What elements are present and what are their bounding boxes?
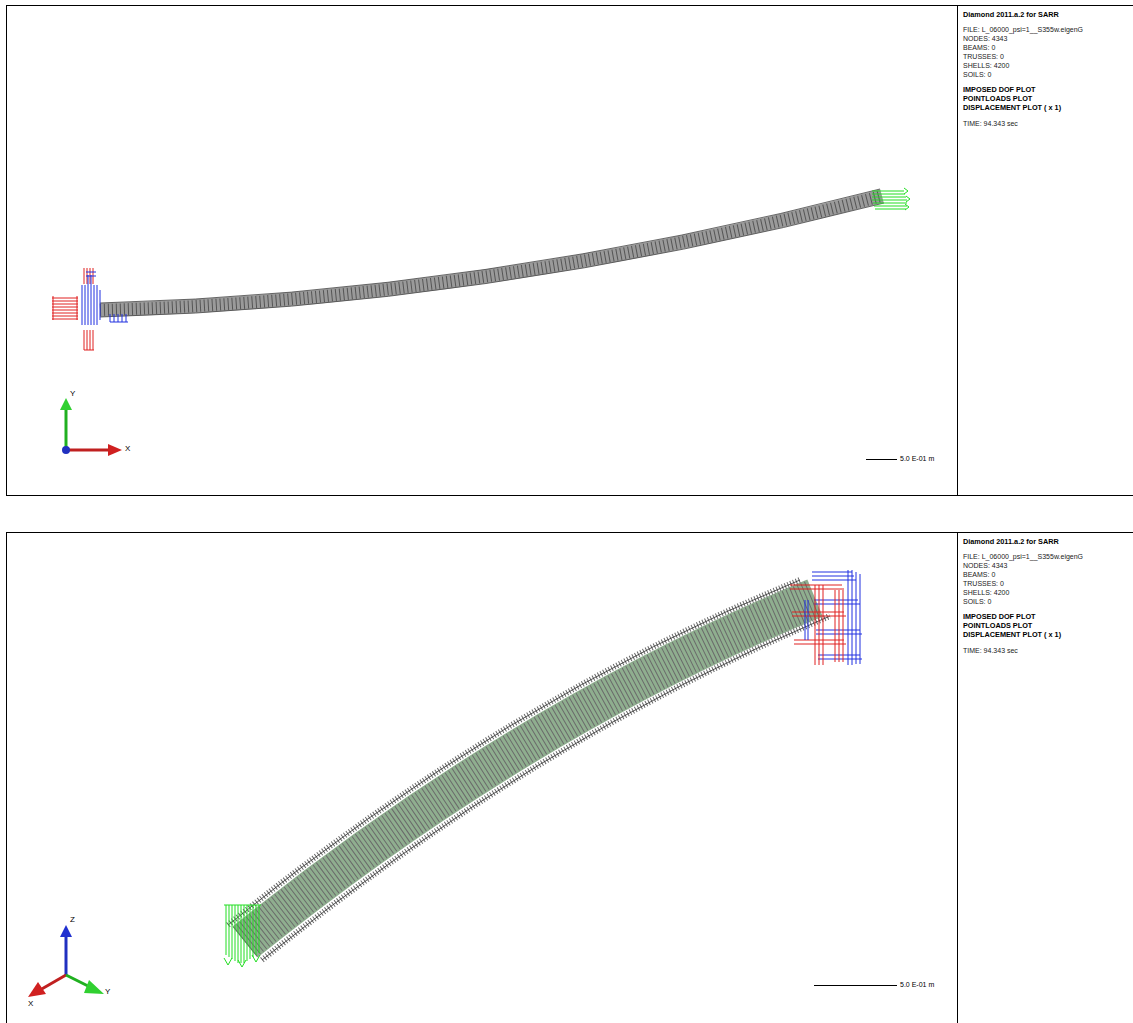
info-line: POINTLOADS PLOT: [963, 95, 1032, 103]
info-line: SOILS: 0: [963, 598, 991, 606]
info-line: TRUSSES: 0: [963, 53, 1004, 61]
info-line: BEAMS: 0: [963, 44, 995, 52]
axis-label: X: [125, 444, 130, 454]
scale-bar: [866, 459, 897, 460]
info-line: DISPLACEMENT PLOT ( x 1): [963, 631, 1061, 639]
info-line: TIME: 94.343 sec: [963, 647, 1018, 655]
info-line: DISPLACEMENT PLOT ( x 1): [963, 104, 1061, 112]
scale-label: 5.0 E-01 m: [900, 454, 934, 464]
scale-bar: [814, 985, 897, 986]
axis-label: Y: [105, 987, 110, 997]
info-line: NODES: 4343: [963, 35, 1007, 43]
panel-frame: [7, 6, 1133, 496]
axis-triad: [28, 925, 104, 997]
info-line: SHELLS: 4200: [963, 589, 1009, 597]
axis-label: X: [28, 999, 33, 1009]
info-line: FILE: L_06000_psi=1__S355w.eigenG: [963, 553, 1083, 561]
info-line: NODES: 4343: [963, 562, 1007, 570]
program-title: Diamond 2011.a.2 for SARR: [963, 11, 1059, 19]
info-line: TIME: 94.343 sec: [963, 120, 1018, 128]
beam-perspective-view: [228, 580, 830, 960]
support-symbols: [52, 268, 128, 350]
info-panel: Diamond 2011.a.2 for SARR FILE: L_06000_p…: [957, 5, 1133, 496]
info-line: FILE: L_06000_psi=1__S355w.eigenG: [963, 26, 1083, 34]
point-loads: [872, 188, 910, 210]
info-line: TRUSSES: 0: [963, 580, 1004, 588]
info-line: POINTLOADS PLOT: [963, 622, 1032, 630]
support-symbols: [790, 570, 862, 665]
info-line: IMPOSED DOF PLOT: [963, 86, 1036, 94]
axis-label: Y: [70, 389, 75, 399]
panel-frame: [7, 533, 1133, 1023]
info-line: IMPOSED DOF PLOT: [963, 613, 1036, 621]
axis-label: Z: [70, 915, 75, 925]
beam-side-view: [100, 189, 884, 317]
info-line: BEAMS: 0: [963, 571, 995, 579]
scale-label: 5.0 E-01 m: [900, 980, 934, 990]
info-line: SOILS: 0: [963, 71, 991, 79]
info-line: SHELLS: 4200: [963, 62, 1009, 70]
program-title: Diamond 2011.a.2 for SARR: [963, 538, 1059, 546]
point-loads: [224, 905, 261, 967]
axis-triad: [60, 398, 122, 456]
info-panel: Diamond 2011.a.2 for SARR FILE: L_06000_p…: [957, 532, 1133, 1023]
